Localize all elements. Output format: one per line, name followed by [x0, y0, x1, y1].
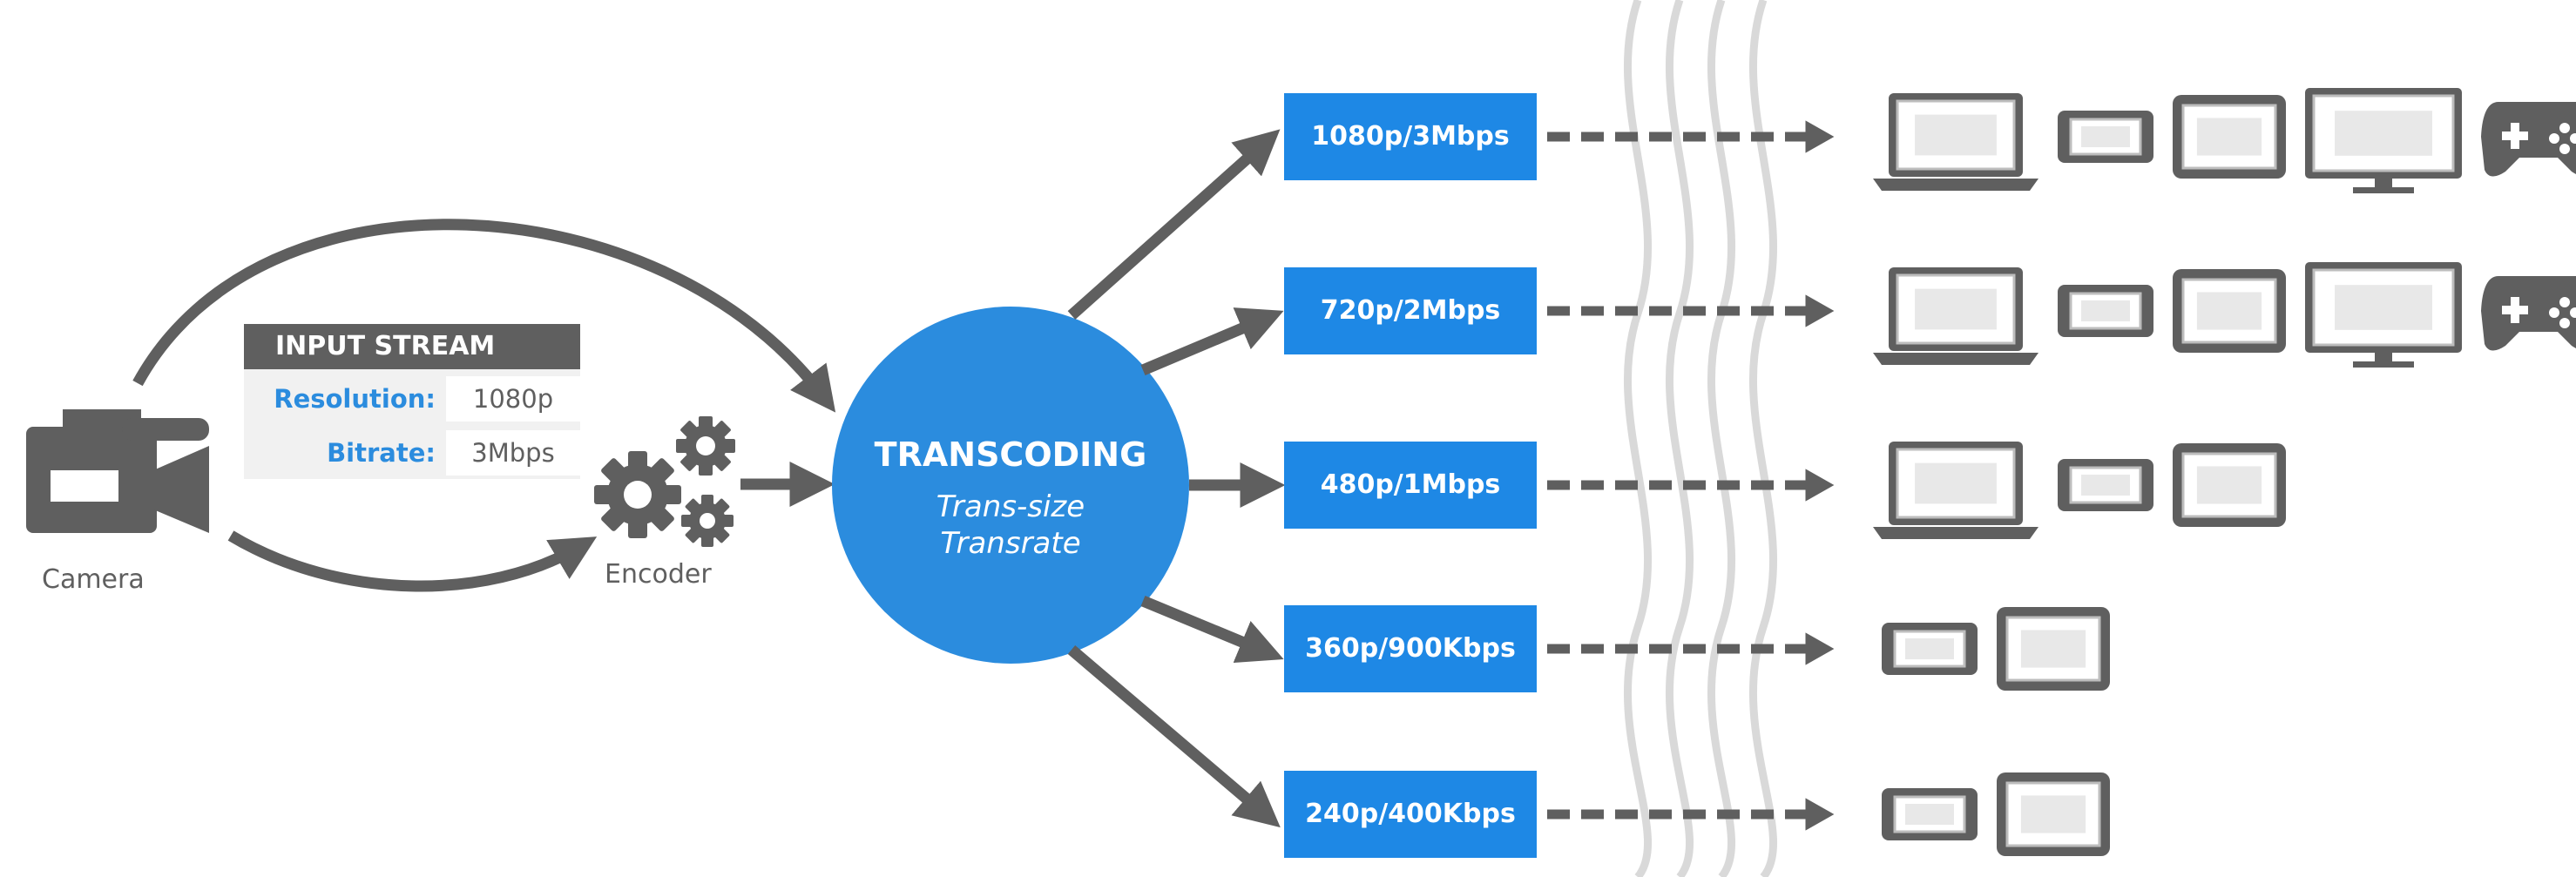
monitor-icon	[2305, 262, 2462, 368]
tablet-icon	[2173, 95, 2286, 179]
transcoding-subtitle-1: Trans-size	[936, 489, 1085, 524]
phone-icon	[2058, 459, 2153, 511]
phone-icon	[2058, 111, 2153, 163]
output-arrows	[1067, 129, 1286, 828]
video-camera-icon	[26, 409, 209, 533]
resolution-key: Resolution:	[274, 384, 436, 414]
transcoding-circle	[832, 307, 1189, 664]
output-rendition-720p: 720p/2Mbps	[1284, 267, 1537, 354]
transcoding-title: TRANSCODING	[874, 435, 1147, 474]
input-stream-title: INPUT STREAM	[244, 324, 580, 369]
camera-label: Camera	[42, 564, 145, 595]
phone-icon	[2058, 285, 2153, 337]
camera-to-transcoding-arrow	[132, 219, 836, 413]
network-waves	[1623, 0, 1778, 877]
bitrate-key: Bitrate:	[327, 438, 436, 468]
gears-icon	[594, 416, 735, 547]
delivery-arrows	[1547, 120, 1835, 831]
laptop-icon	[1873, 93, 2038, 191]
input-row-bitrate: Bitrate: 3Mbps	[244, 427, 580, 479]
laptop-icon	[1873, 442, 2038, 539]
encoder-label: Encoder	[605, 559, 712, 590]
tablet-icon	[2173, 269, 2286, 353]
tablet-icon	[1997, 607, 2110, 691]
output-rendition-360p: 360p/900Kbps	[1284, 605, 1537, 692]
input-row-resolution: Resolution: 1080p	[244, 373, 580, 425]
monitor-icon	[2305, 88, 2462, 193]
tablet-icon	[2173, 443, 2286, 527]
laptop-icon	[1873, 267, 2038, 365]
devices-group	[1873, 88, 2576, 856]
phone-icon	[1882, 623, 1978, 675]
gamepad-icon	[2481, 102, 2576, 177]
resolution-value: 1080p	[446, 376, 580, 422]
gamepad-icon	[2481, 276, 2576, 351]
output-rendition-480p: 480p/1Mbps	[1284, 442, 1537, 529]
transcoding-subtitle-2: Transrate	[940, 526, 1081, 561]
output-rendition-1080p: 1080p/3Mbps	[1284, 93, 1537, 180]
bitrate-value: 3Mbps	[446, 430, 580, 476]
phone-icon	[1882, 788, 1978, 840]
input-stream-panel: INPUT STREAM Resolution: 1080p Bitrate: …	[244, 324, 580, 479]
camera-to-encoder-arrow	[227, 530, 598, 592]
input-arrows	[132, 219, 836, 592]
output-rendition-240p: 240p/400Kbps	[1284, 771, 1537, 858]
tablet-icon	[1997, 772, 2110, 856]
